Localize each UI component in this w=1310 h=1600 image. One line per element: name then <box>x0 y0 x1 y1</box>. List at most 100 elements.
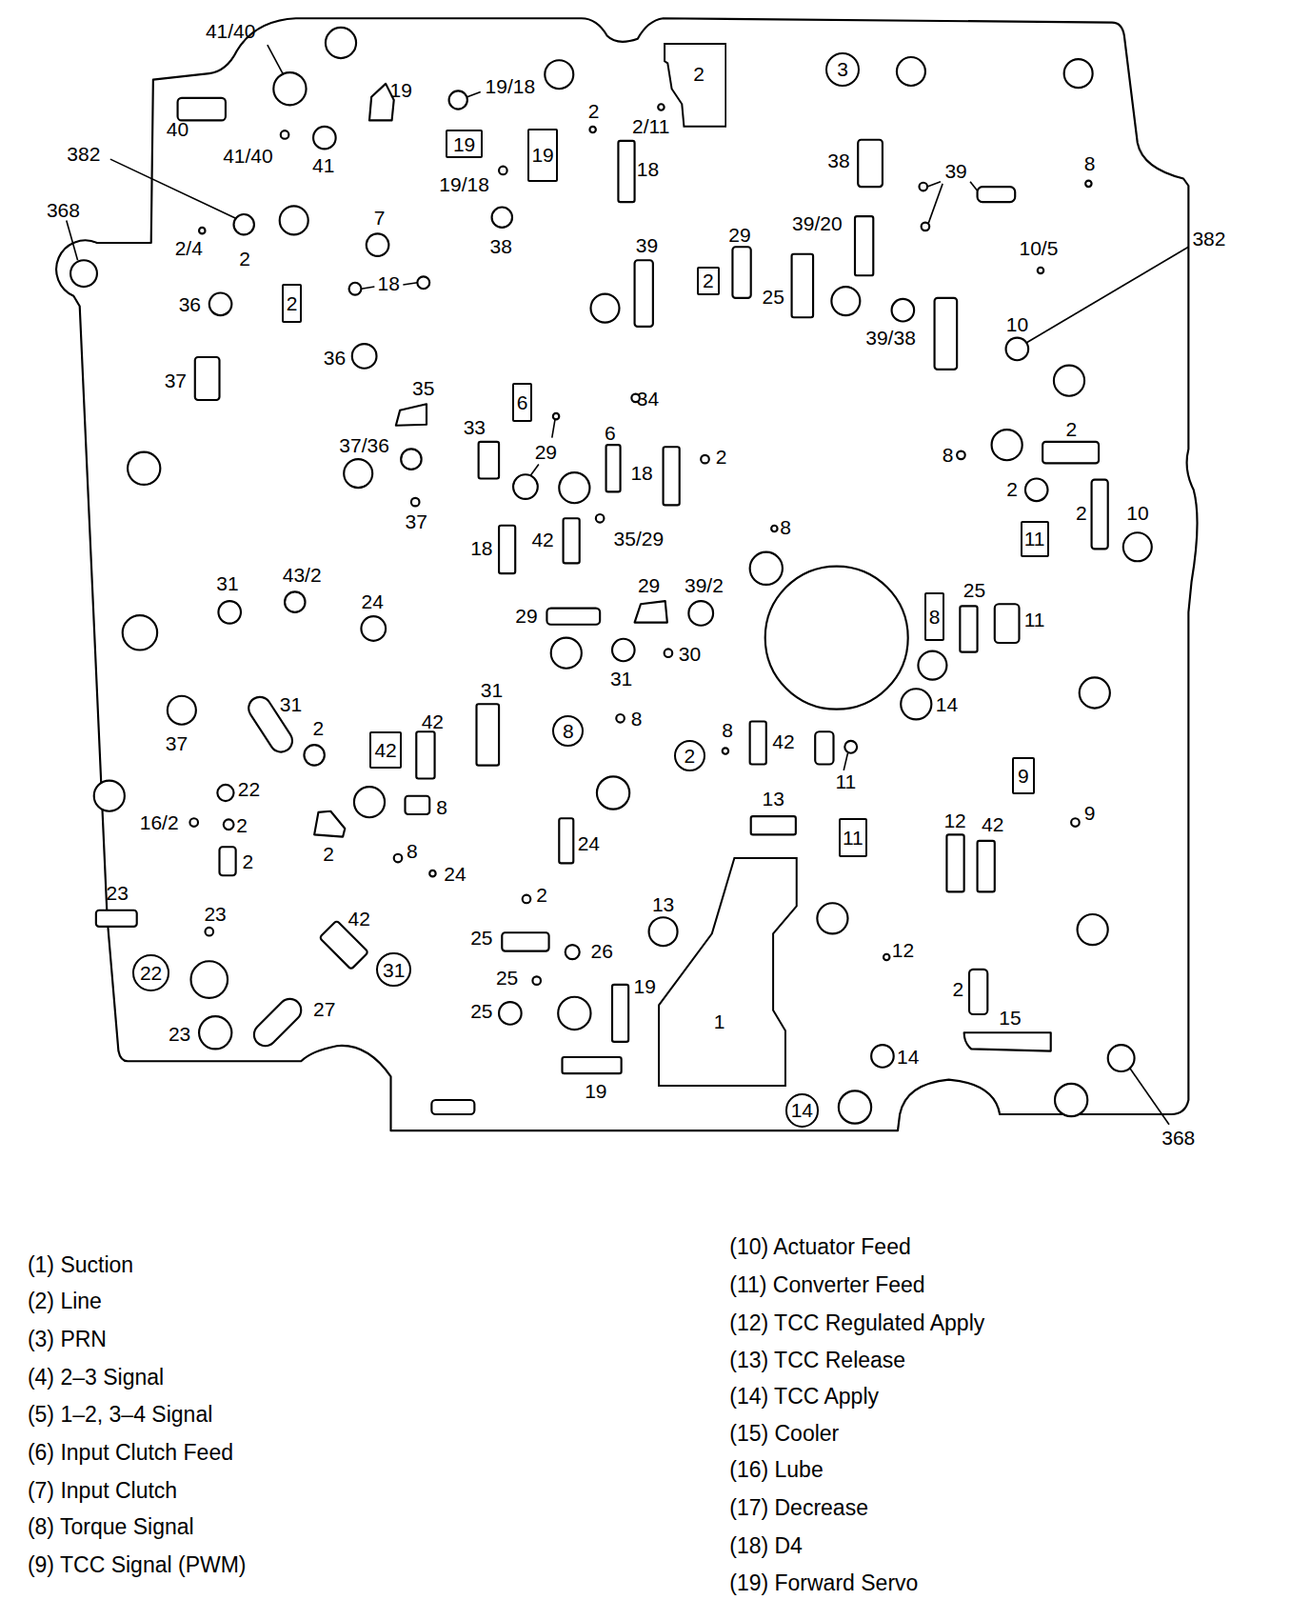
callout-number: 8 <box>631 708 643 729</box>
port-hole <box>615 714 625 723</box>
callout-number: 9 <box>1084 802 1096 823</box>
port-number: 2 <box>684 745 696 766</box>
port-hole <box>750 552 783 585</box>
port-slot <box>314 811 345 837</box>
port-hole <box>565 944 580 959</box>
legend-row: (5) 1–2, 3–4 Signal <box>27 1403 213 1428</box>
callout-number: 2/11 <box>632 115 670 136</box>
port-hole <box>416 276 430 289</box>
callout-number: 41/40 <box>222 144 274 165</box>
callout-number: 23 <box>203 903 226 924</box>
callout-number: 2 <box>1065 418 1077 439</box>
legend-text: (1) Suction <box>27 1252 134 1277</box>
port-hole <box>921 222 931 232</box>
port-hole <box>557 996 591 1030</box>
port-hole <box>900 688 932 719</box>
callout-number: 22 <box>238 778 260 799</box>
callout-number: 33 <box>463 416 486 437</box>
boxed-port: 9 <box>1012 756 1035 794</box>
port-slot <box>635 259 654 327</box>
port-hole <box>844 740 857 754</box>
port-hole <box>279 205 309 235</box>
port-hole <box>596 775 630 809</box>
circled-port: 2 <box>674 739 706 772</box>
port-hole <box>883 953 890 960</box>
port-hole <box>816 902 848 933</box>
port-outline-path <box>658 857 797 1086</box>
legend-text: (18) D4 <box>729 1533 803 1558</box>
port-number: 31 <box>382 959 405 980</box>
legend-text: (19) Forward Servo <box>729 1571 918 1596</box>
port-hole <box>429 870 436 876</box>
port-number: 11 <box>1024 528 1046 549</box>
leader-line <box>928 183 943 224</box>
callout-number: 37 <box>405 510 428 531</box>
pump-bore <box>765 566 909 710</box>
leader-line <box>927 181 941 187</box>
boxed-port: 11 <box>838 817 868 857</box>
legend-row: (6) Input Clutch Feed <box>27 1440 234 1465</box>
port-hole <box>217 784 234 801</box>
port-hole <box>612 638 636 662</box>
leader-line <box>110 158 237 219</box>
callout-number: 42 <box>421 710 444 731</box>
port-slot <box>558 817 574 863</box>
port-hole <box>589 126 596 133</box>
port-slot <box>396 403 427 426</box>
callout-number: 18 <box>630 462 653 483</box>
legend-text: (15) Cooler <box>729 1421 839 1446</box>
legend-row: (10) Actuator Feed <box>729 1234 912 1259</box>
port-hole <box>127 452 160 485</box>
legend-text: (16) Lube <box>729 1458 823 1483</box>
callout-number: 11 <box>1024 609 1046 630</box>
callout-number: 39 <box>944 159 967 180</box>
legend-text: (3) PRN <box>27 1327 107 1351</box>
port-hole <box>595 514 605 523</box>
legend-row: (3) PRN <box>27 1327 107 1351</box>
port-outline-path <box>664 43 726 127</box>
port-number: 8 <box>562 720 575 741</box>
callout-number: 36 <box>323 347 346 368</box>
legend-row: (13) TCC Release <box>729 1348 906 1372</box>
port-hole <box>831 286 860 316</box>
port-hole <box>664 648 674 657</box>
callout-number: 37/36 <box>338 435 390 456</box>
legend-row: (19) Forward Servo <box>729 1571 918 1596</box>
port-hole <box>722 747 729 754</box>
callout-number: 23 <box>168 1022 191 1043</box>
port-slot <box>792 254 814 318</box>
port-slot <box>416 731 435 778</box>
port-hole <box>205 927 215 936</box>
callout-number: 10 <box>1126 501 1149 522</box>
legend-row: (7) Input Clutch <box>27 1478 178 1503</box>
callout-number: 31 <box>480 679 503 700</box>
port-slot <box>934 297 958 370</box>
port-slot <box>178 98 226 121</box>
port-hole <box>838 1090 872 1123</box>
callout-number: 24 <box>360 591 383 612</box>
leader-line <box>970 181 978 192</box>
legend-text: (5) 1–2, 3–4 Signal <box>27 1403 213 1428</box>
port-hole <box>198 227 205 234</box>
port-slot <box>612 984 629 1042</box>
circled-port: 3 <box>825 52 860 87</box>
callout-number: 8 <box>1084 153 1096 174</box>
port-number: 2 <box>702 270 715 291</box>
callout-number: 23 <box>106 881 129 902</box>
callout-number: 39/38 <box>865 326 916 347</box>
callout-number: 29 <box>637 575 660 596</box>
callout-number: 24 <box>443 863 466 884</box>
port-hole <box>1037 267 1044 274</box>
port-slot <box>195 357 220 400</box>
port-hole <box>871 1044 894 1068</box>
port-slot <box>476 703 500 765</box>
legend-row: (9) TCC Signal (PWM) <box>27 1552 247 1577</box>
port-hole <box>223 818 235 830</box>
leader-line <box>467 91 481 97</box>
port-hole <box>218 600 241 624</box>
legend-row: (11) Converter Feed <box>729 1273 925 1298</box>
callout-number: 8 <box>779 516 792 536</box>
leader-line <box>267 44 283 74</box>
port-hole <box>354 786 385 817</box>
